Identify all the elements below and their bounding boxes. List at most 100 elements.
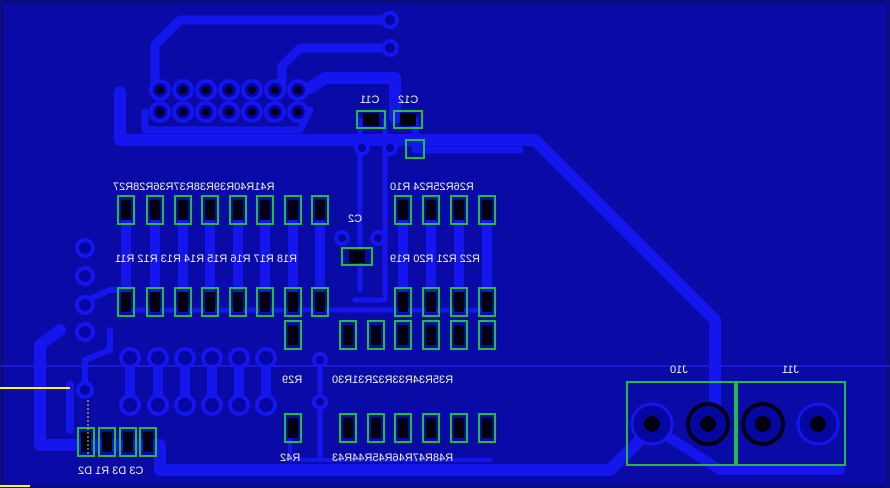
smd-pad	[205, 292, 215, 312]
smd-pad-outline	[394, 195, 412, 225]
board-edge	[0, 387, 70, 487]
smd-pad-outline	[339, 413, 357, 443]
smd-pad-outline	[478, 413, 496, 443]
smd-pad	[260, 292, 270, 312]
smd-pad	[426, 200, 436, 220]
smd-pad	[288, 418, 298, 438]
smd-pad-outline	[311, 195, 329, 225]
smd-pad-outline	[256, 287, 274, 317]
smd-pad-outline	[201, 195, 219, 225]
smd-pad-outline	[422, 320, 440, 350]
smd-pad	[260, 200, 270, 220]
smd-pad-outline	[119, 427, 137, 457]
smd-pad	[371, 325, 381, 345]
smd-pad	[398, 292, 408, 312]
smd-pad-outline	[229, 287, 247, 317]
smd-pad	[426, 325, 436, 345]
label-r42: R42	[280, 452, 301, 464]
vias	[75, 11, 399, 410]
tht-pad	[255, 347, 277, 369]
smd-pad-outline	[284, 413, 302, 443]
smd-pad	[288, 292, 298, 312]
smd-pad	[482, 200, 492, 220]
smd-pad	[121, 292, 131, 312]
tht-pad	[119, 347, 141, 369]
smd-pad-outline	[117, 287, 135, 317]
tht-pad	[228, 394, 250, 416]
smd-pad	[454, 325, 464, 345]
smd-pad-outline	[284, 320, 302, 350]
label-c12: C12	[398, 94, 419, 106]
smd-pad	[454, 418, 464, 438]
smd-pad-outline	[394, 287, 412, 317]
smd-pad	[315, 200, 325, 220]
smd-pad	[205, 200, 215, 220]
smd-pad-outline	[117, 195, 135, 225]
smd-pad	[81, 432, 91, 452]
smd-pad-outline	[394, 320, 412, 350]
header-connector	[149, 79, 309, 123]
smd-pad-outline	[394, 413, 412, 443]
label-row-bottom-right: R48R47R46R45R44R43	[332, 452, 454, 464]
smd-pad	[482, 325, 492, 345]
smd-pad	[426, 292, 436, 312]
smd-pad-outline	[422, 287, 440, 317]
smd-pad	[426, 418, 436, 438]
smd-pad	[143, 432, 153, 452]
smd-pad	[288, 200, 298, 220]
smd-pad	[398, 325, 408, 345]
smd-pad-outline	[284, 287, 302, 317]
smd-pad	[233, 200, 243, 220]
label-row-top-right: R26R25R24 R10	[390, 181, 474, 193]
smd-pad-outline	[478, 287, 496, 317]
smd-pad	[123, 432, 133, 452]
smd-pad	[178, 292, 188, 312]
smd-pad-outline	[478, 320, 496, 350]
smd-pad	[371, 418, 381, 438]
smd-pad-outline	[339, 320, 357, 350]
smd-pad	[315, 292, 325, 312]
smd-pad-outline	[450, 287, 468, 317]
smd-pad-outline	[367, 320, 385, 350]
smd-pad	[178, 200, 188, 220]
capacitors-top	[341, 110, 425, 266]
connector-j10	[626, 381, 736, 466]
smd-pad-outline	[201, 287, 219, 317]
smd-pad-outline	[146, 287, 164, 317]
tht-pad	[174, 394, 196, 416]
tht-pad	[119, 394, 141, 416]
smd-pad	[121, 200, 131, 220]
tht-pad	[147, 394, 169, 416]
smd-pad-outline	[422, 195, 440, 225]
smd-pad-outline	[146, 195, 164, 225]
smd-pad-outline	[450, 195, 468, 225]
smd-pad-outline	[478, 195, 496, 225]
tht-pad	[147, 347, 169, 369]
label-j10: J10	[670, 364, 688, 376]
tht-pad	[201, 347, 223, 369]
label-c2: C2	[348, 213, 363, 225]
smd-pad	[454, 200, 464, 220]
smd-pad	[233, 292, 243, 312]
smd-pad	[343, 325, 353, 345]
label-row-low-right: R35R34R33R32R31R30	[332, 374, 454, 386]
smd-pad-outline	[256, 195, 274, 225]
smd-pad	[150, 292, 160, 312]
smd-pad-outline	[367, 413, 385, 443]
smd-pad	[150, 200, 160, 220]
tht-pad	[201, 394, 223, 416]
tht-pad	[228, 347, 250, 369]
smd-pad-outline	[77, 427, 95, 457]
smd-pad-outline	[284, 195, 302, 225]
smd-pad-outline	[229, 195, 247, 225]
tht-pad	[255, 394, 277, 416]
smd-pad-outline	[174, 195, 192, 225]
label-j11: J11	[782, 364, 799, 376]
smd-pad-outline	[450, 320, 468, 350]
label-row-mid-right: R22 R21 R20 R19	[390, 253, 480, 265]
smd-pad-outline	[139, 427, 157, 457]
label-r29: R29	[282, 374, 303, 386]
smd-pad	[398, 200, 408, 220]
